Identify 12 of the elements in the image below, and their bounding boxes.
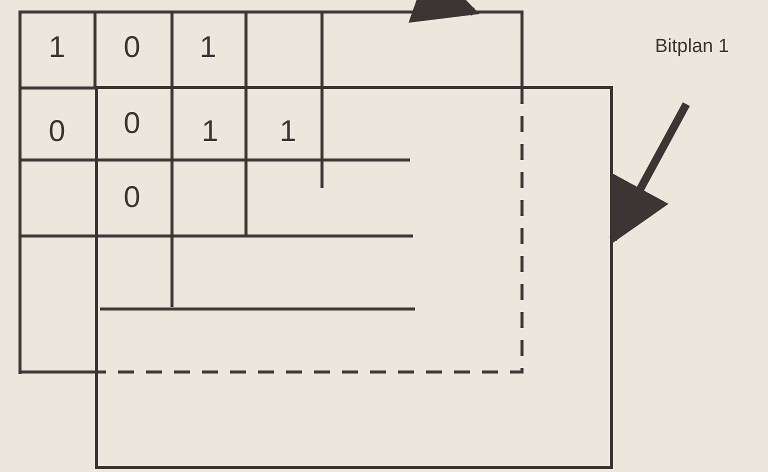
bit-value: 1 xyxy=(200,33,216,63)
bit-value: 0 xyxy=(124,183,140,213)
bit-value: 0 xyxy=(124,33,140,63)
bitplane-frame xyxy=(18,10,524,374)
bit-value: 0 xyxy=(48,117,66,147)
bitplane-frame xyxy=(95,86,613,469)
bit-value: 1 xyxy=(48,33,66,63)
plane-label: Bitplan 1 xyxy=(655,36,767,66)
arrow xyxy=(609,102,690,245)
bit-value: 1 xyxy=(280,117,296,147)
bit-value: 0 xyxy=(124,109,140,139)
bit-value: 1 xyxy=(202,117,218,147)
